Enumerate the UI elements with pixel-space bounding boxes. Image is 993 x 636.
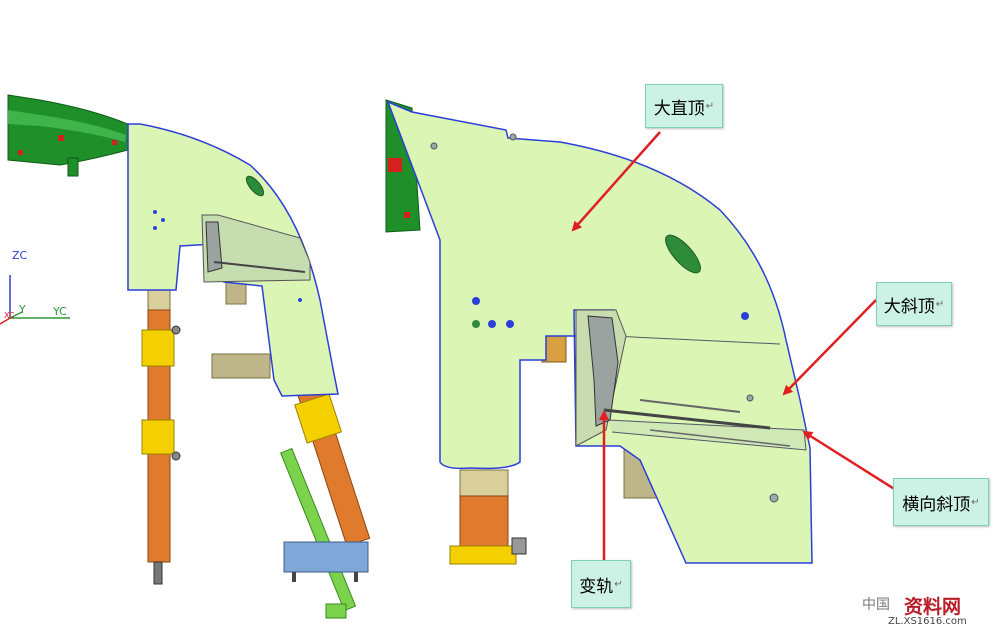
return-mark-icon: ↵: [971, 496, 980, 508]
right-hole-5: [488, 320, 496, 328]
return-mark-icon: ↵: [614, 578, 623, 590]
return-mark-icon: ↵: [935, 298, 945, 310]
left-blue-base: [283, 541, 369, 573]
left-blue-base-bolt-2: [354, 572, 358, 582]
left-view: [7, 94, 371, 619]
callout-text: 变轨: [579, 576, 614, 597]
left-lifter-slide: [213, 261, 306, 273]
callout-lateral-angle-lifter: 横向斜顶↵: [893, 478, 989, 526]
return-mark-icon: ↵: [705, 100, 715, 112]
left-rod-collar-2: [141, 419, 175, 455]
axis-label-xc: XC: [4, 311, 15, 320]
callout-transfer-rail: 变轨↵: [571, 560, 631, 608]
callout-arrows: [571, 131, 897, 562]
left-rod-bolt-2: [171, 451, 181, 461]
axis-label-y: Y: [19, 303, 26, 316]
right-rod-top: [459, 469, 509, 497]
left-blue-base-bolt: [292, 572, 296, 582]
right-hole-3: [472, 297, 480, 305]
left-rod-collar-1: [141, 329, 175, 367]
left-hole-4: [298, 298, 302, 302]
right-upper-line: [611, 335, 781, 345]
axis-label-yc: YC: [53, 305, 67, 318]
right-slide-bar: [603, 408, 771, 430]
watermark-brand: 资料网: [904, 596, 962, 618]
right-hole: [430, 142, 438, 150]
left-angled-collar: [294, 393, 343, 444]
left-lifter-rail: [205, 221, 223, 273]
right-slide-bar-2: [639, 399, 741, 413]
right-mold-red-2: [404, 212, 410, 218]
left-mold-red-mark: [58, 135, 64, 141]
right-hole-9: [769, 493, 779, 503]
left-hole-2: [161, 218, 165, 222]
axis-triad: [0, 275, 70, 325]
arrow-lateral-angle-lifter: [802, 430, 897, 492]
left-blue-base-foot: [325, 603, 347, 619]
right-bolt: [511, 537, 527, 555]
left-lifter-slot: [201, 214, 311, 283]
left-mold-curve-inner: [8, 110, 126, 142]
right-hole-8: [746, 394, 754, 402]
arrow-big-angle-lifter: [782, 299, 877, 396]
callout-big-angle-lifter: 大斜顶↵: [876, 282, 952, 326]
left-hole-oval: [245, 175, 265, 197]
right-hole-4: [472, 320, 480, 328]
right-hole-2: [509, 133, 517, 141]
callout-text: 大斜顶: [883, 296, 935, 317]
left-mold-foot: [67, 157, 79, 177]
right-rail: [587, 315, 619, 427]
right-rod-collar: [449, 545, 517, 565]
right-hole-6: [506, 320, 514, 328]
callout-big-straight-lifter: 大直顶↵: [645, 84, 723, 128]
right-rod: [459, 495, 509, 549]
left-mold-red-mark-3: [18, 150, 23, 155]
right-mold-red: [388, 158, 402, 172]
right-hole-7: [741, 312, 749, 320]
callout-text: 大直顶: [653, 98, 705, 119]
right-hole-oval: [665, 234, 701, 274]
left-mold-red-mark-2: [112, 140, 117, 145]
left-brown-block: [211, 353, 271, 379]
left-rod-top: [147, 289, 171, 311]
left-rod-bottom: [153, 561, 163, 585]
watermark-prefix: 中国: [862, 597, 890, 613]
left-hole: [153, 210, 157, 214]
left-rod-bolt: [171, 325, 181, 335]
watermark-site: ZL.XS1616.com: [888, 616, 967, 627]
callout-text: 横向斜顶: [902, 494, 971, 515]
right-view: [385, 99, 813, 565]
axis-label-zc: ZC: [12, 249, 28, 262]
left-hole-3: [153, 226, 157, 230]
watermark: 中国 资料网 ZL.XS1616.com: [862, 590, 990, 634]
arrow-big-straight-lifter: [571, 131, 661, 232]
right-slide-bar-3: [649, 429, 791, 447]
